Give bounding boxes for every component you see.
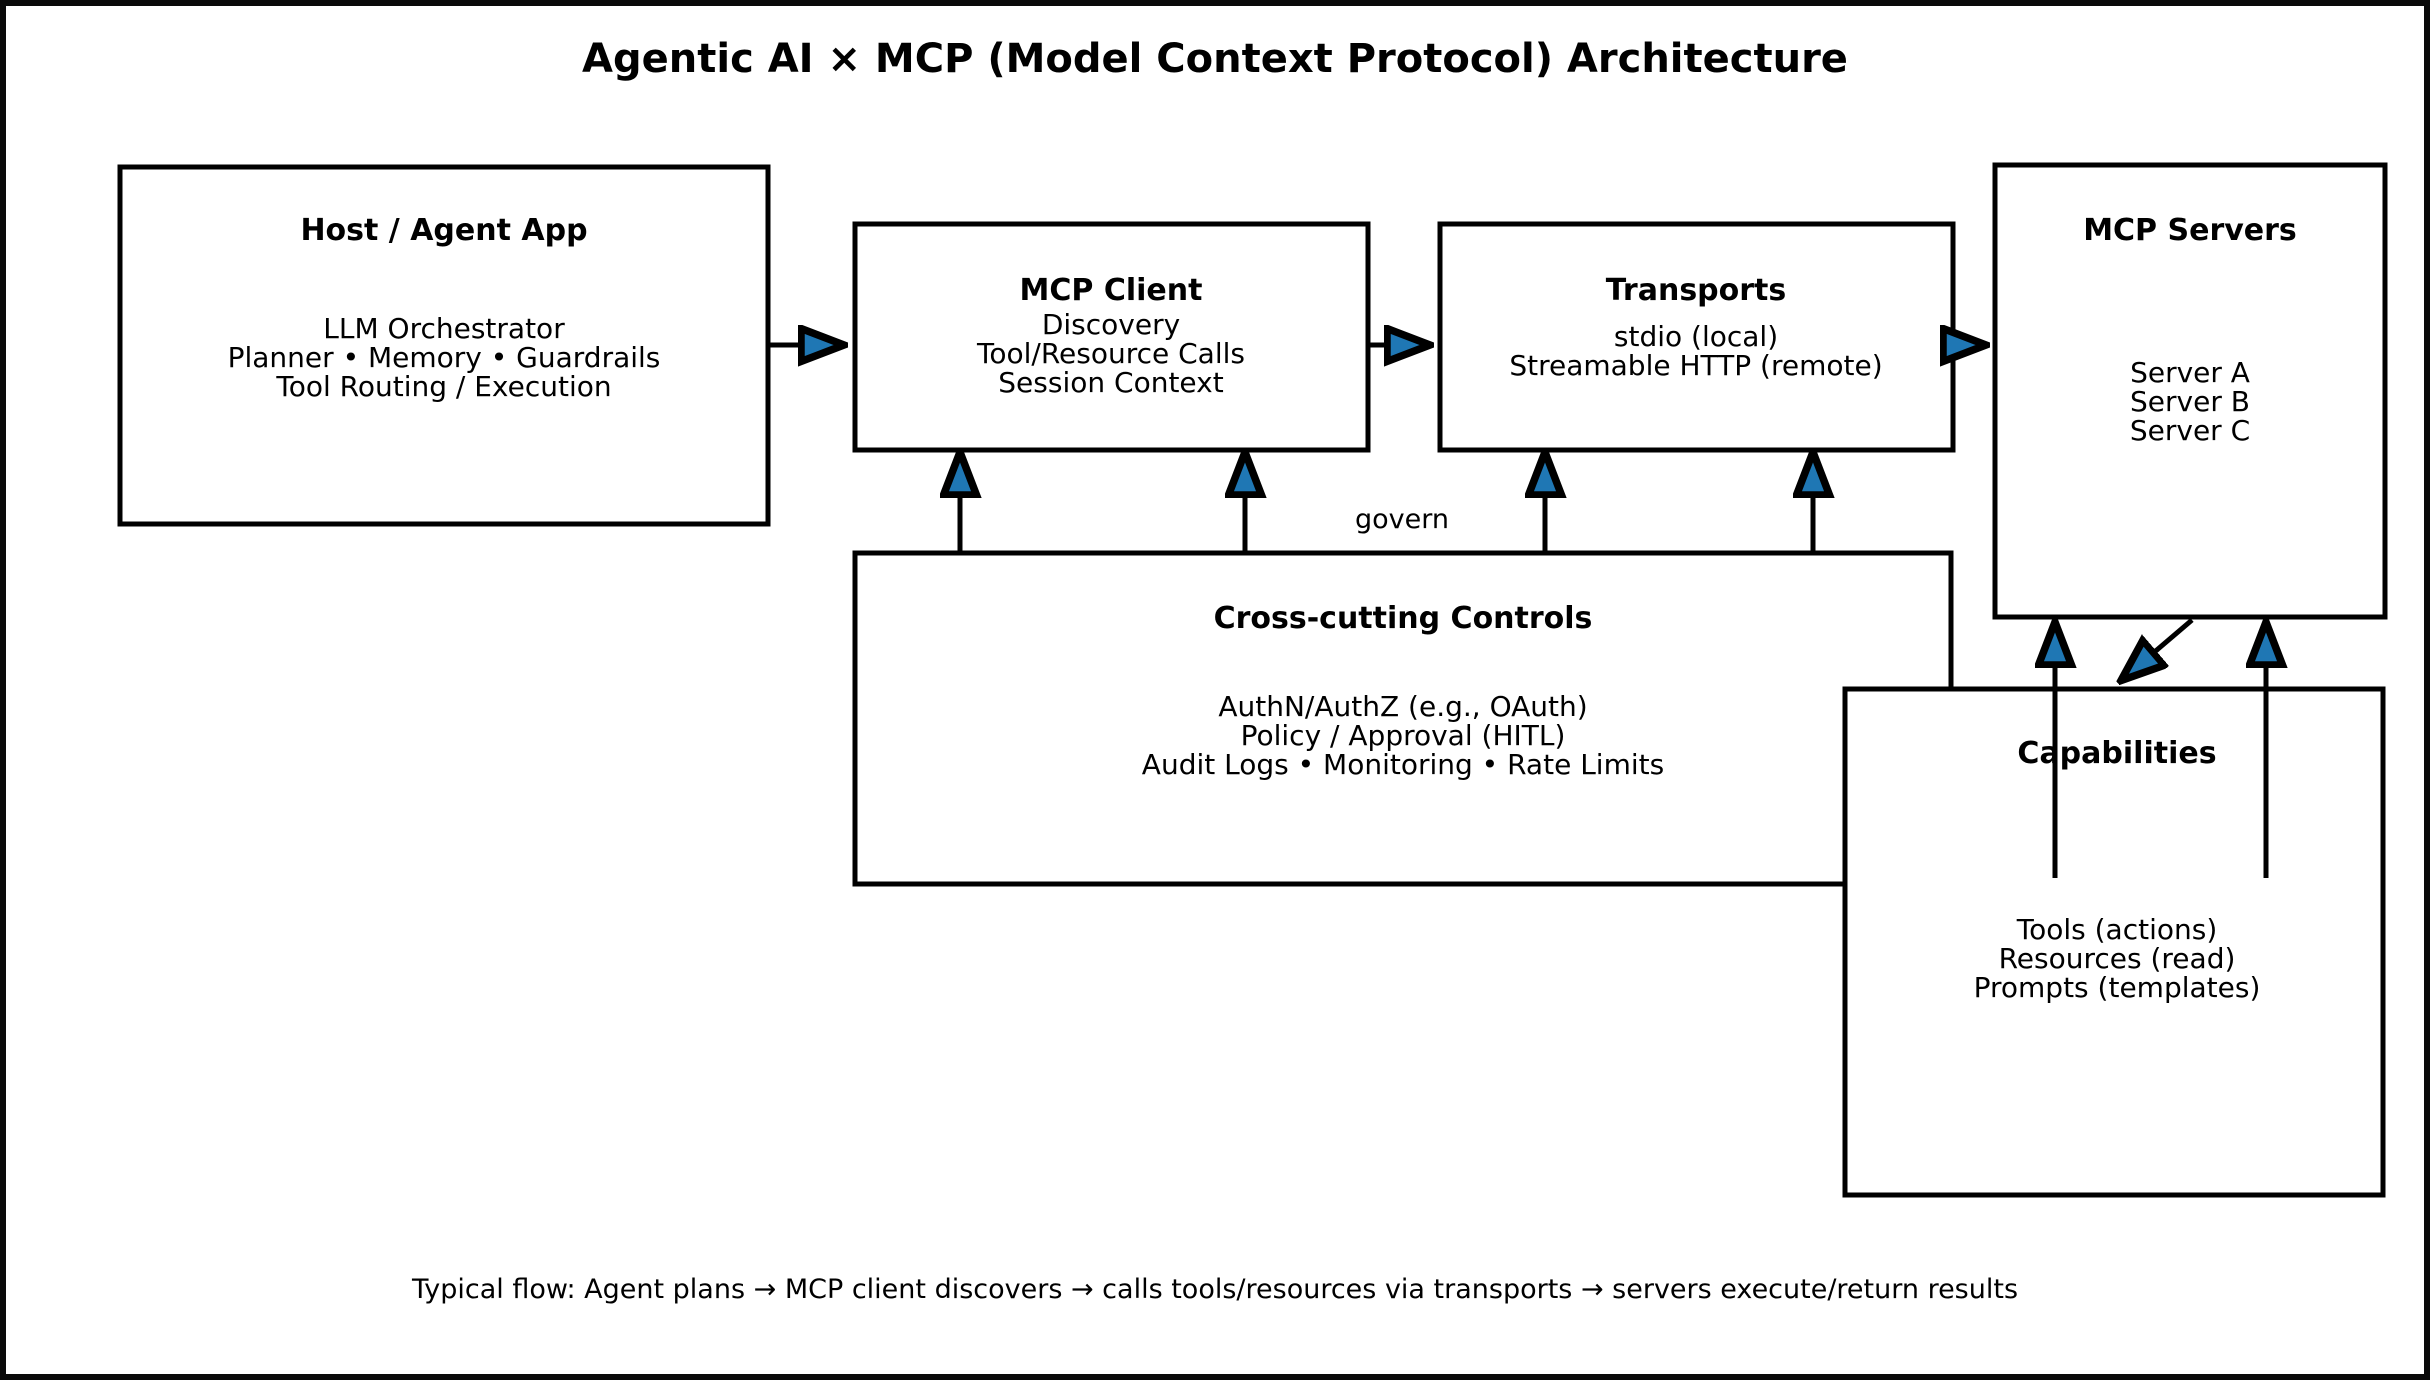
edge-servers-to-capabilities <box>2124 618 2194 678</box>
node-capabilities-line-2: Resources (read) <box>1999 942 2236 975</box>
node-servers-line-1: Server A <box>2130 356 2250 389</box>
flow-caption: Typical flow: Agent plans → MCP client d… <box>411 1274 2018 1305</box>
node-client-title: MCP Client <box>1020 273 1203 308</box>
node-host-agent-app[interactable] <box>117 164 771 527</box>
node-capabilities-title: Capabilities <box>2017 736 2216 771</box>
node-servers-title: MCP Servers <box>2083 213 2297 248</box>
node-client-line-2: Tool/Resource Calls <box>976 337 1245 370</box>
node-transports-line-2: Streamable HTTP (remote) <box>1509 349 1882 382</box>
node-servers-line-2: Server B <box>2130 385 2250 418</box>
node-mcp-servers[interactable] <box>1992 162 2388 620</box>
node-host-line-2: Planner • Memory • Guardrails <box>228 341 661 374</box>
node-client-line-3: Session Context <box>998 366 1223 399</box>
page-title: Agentic AI × MCP (Model Context Protocol… <box>582 36 1848 82</box>
node-mcp-client[interactable] <box>852 221 1371 453</box>
node-capabilities-line-1: Tools (actions) <box>2016 913 2218 946</box>
node-servers-line-3: Server C <box>2130 414 2250 447</box>
node-host-title: Host / Agent App <box>300 213 587 248</box>
node-controls-line-2: Policy / Approval (HITL) <box>1241 719 1566 752</box>
node-transports[interactable] <box>1437 221 1956 453</box>
node-host-line-3: Tool Routing / Execution <box>275 370 611 403</box>
node-client-line-1: Discovery <box>1042 308 1180 341</box>
edge-label-govern: govern <box>1355 504 1449 535</box>
node-transports-title: Transports <box>1606 273 1787 308</box>
node-host-line-1: LLM Orchestrator <box>323 312 565 345</box>
node-capabilities[interactable] <box>1842 686 2386 1198</box>
node-controls-line-3: Audit Logs • Monitoring • Rate Limits <box>1142 748 1664 781</box>
node-controls-line-1: AuthN/AuthZ (e.g., OAuth) <box>1218 690 1587 723</box>
node-capabilities-line-3: Prompts (templates) <box>1974 971 2261 1004</box>
node-transports-line-1: stdio (local) <box>1614 320 1778 353</box>
node-controls-title: Cross-cutting Controls <box>1214 601 1593 636</box>
node-cross-cutting-controls[interactable] <box>852 550 1954 887</box>
